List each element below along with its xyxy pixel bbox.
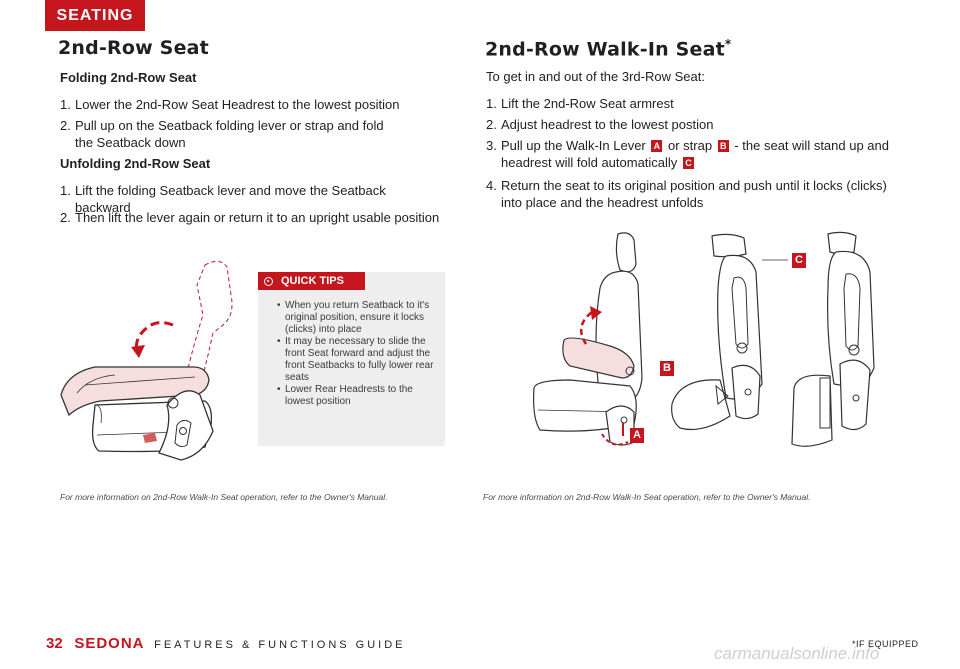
page-number: 32 (46, 635, 63, 652)
label-b-badge: B (717, 140, 729, 152)
step-text: Pull up the Walk-In Lever A or strap B -… (486, 137, 896, 171)
quick-tip-item: When you return Seatback to it's origina… (277, 300, 437, 336)
step-number: 3. (486, 138, 497, 153)
label-a-badge: A (651, 140, 663, 152)
walkin-step-1: 1. Lift the 2nd-Row Seat armrest (486, 95, 906, 112)
step-text: Lift the 2nd-Row Seat armrest (501, 96, 674, 111)
quick-tips-list: When you return Seatback to it's origina… (277, 300, 437, 408)
step-number: 1. (60, 183, 71, 198)
section-tab: SEATING (45, 0, 145, 31)
step-text: Return the seat to its original position… (501, 178, 887, 210)
quick-tip-item: It may be necessary to slide the front S… (277, 336, 437, 384)
quick-tip-item: Lower Rear Headrests to the lowest posit… (277, 384, 437, 408)
unfolding-step-1: 1. Lift the folding Seatback lever and m… (60, 182, 440, 216)
page-footer: 32 SEDONA FEATURES & FUNCTIONS GUIDE (46, 635, 406, 652)
step-3-part-b: or strap (668, 138, 713, 153)
folded-seat-illustration (60, 261, 233, 461)
unfolding-step-2: 2. Then lift the lever again or return i… (60, 209, 440, 226)
walkin-seat-illustration (533, 231, 875, 447)
step-text: Lift the folding Seatback lever and move… (75, 183, 386, 215)
folding-subtitle: Folding 2nd-Row Seat (60, 70, 197, 85)
step-number: 2. (60, 210, 71, 225)
quick-tips-header: QUICK TIPS (258, 272, 365, 290)
step-text: Lower the 2nd-Row Seat Headrest to the l… (75, 97, 400, 112)
left-title: 2nd-Row Seat (58, 37, 209, 59)
quick-tips-box: QUICK TIPS When you return Seatback to i… (258, 272, 445, 446)
step-number: 2. (486, 117, 497, 132)
step-3-part-a: Pull up the Walk-In Lever (501, 138, 646, 153)
label-a: A (630, 428, 644, 443)
step-number: 1. (486, 96, 497, 111)
step-text: Pull up on the Seatback folding lever or… (75, 118, 384, 150)
footer-brand: SEDONA (74, 635, 145, 652)
if-equipped-note: *IF EQUIPPED (852, 639, 919, 649)
right-footnote: For more information on 2nd-Row Walk-In … (483, 492, 811, 502)
quick-tips-label: QUICK TIPS (281, 275, 344, 287)
walkin-step-2: 2. Adjust headrest to the lowest postion (486, 116, 906, 133)
left-footnote: For more information on 2nd-Row Walk-In … (60, 492, 388, 502)
step-3-part-c: - the seat will stand up and headrest wi… (501, 138, 889, 170)
step-number: 1. (60, 97, 71, 112)
walkin-step-4: 4. Return the seat to its original posit… (486, 177, 906, 211)
step-text: Then lift the lever again or return it t… (75, 210, 440, 225)
step-text: Adjust headrest to the lowest postion (501, 117, 714, 132)
tips-icon (264, 276, 273, 286)
label-b: B (660, 361, 674, 376)
right-title: 2nd-Row Walk-In Seat* (485, 37, 731, 60)
if-equipped-mark: * (724, 37, 732, 51)
right-intro: To get in and out of the 3rd-Row Seat: (486, 69, 705, 84)
walkin-step-3: 3. Pull up the Walk-In Lever A or strap … (486, 137, 896, 171)
label-c-badge: C (682, 157, 694, 169)
step-number: 4. (486, 178, 497, 193)
watermark: carmanualsonline.info (714, 644, 880, 663)
unfolding-subtitle: Unfolding 2nd-Row Seat (60, 156, 211, 171)
label-c: C (792, 253, 806, 268)
folding-step-1: 1. Lower the 2nd-Row Seat Headrest to th… (60, 96, 405, 113)
right-title-text: 2nd-Row Walk-In Seat (485, 38, 725, 61)
step-number: 2. (60, 118, 71, 133)
footer-guide-title: FEATURES & FUNCTIONS GUIDE (154, 639, 406, 651)
folding-step-2: 2. Pull up on the Seatback folding lever… (60, 117, 405, 151)
